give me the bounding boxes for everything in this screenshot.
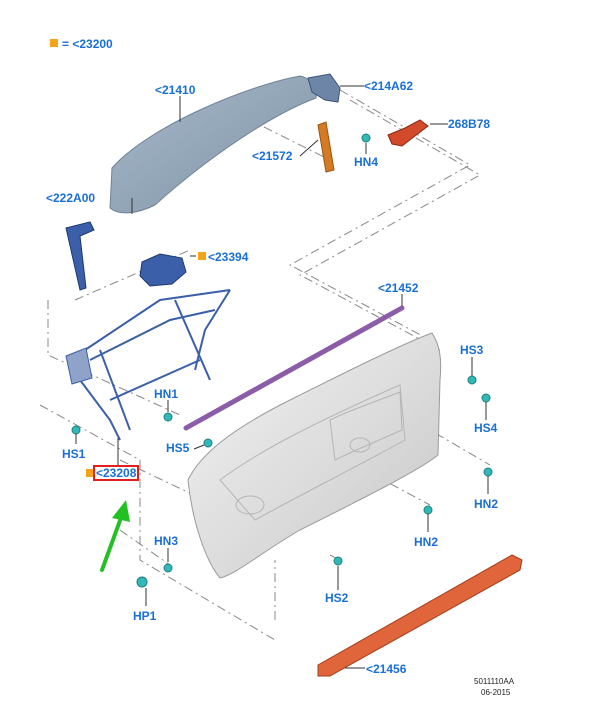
label-run-channel[interactable]: <222A00	[46, 191, 95, 205]
label-weatherstrip[interactable]: <21452	[378, 281, 419, 295]
label-hn2-right[interactable]: HN2	[474, 497, 498, 511]
door-panel-details	[219, 384, 406, 521]
label-hp1[interactable]: HP1	[133, 609, 157, 623]
clips	[71, 375, 493, 588]
hn2-right-clip	[483, 467, 493, 477]
label-hs1[interactable]: HS1	[62, 447, 86, 461]
regulator-highlight-box[interactable]	[93, 465, 139, 481]
hs2-clip	[333, 556, 343, 566]
glass-channel	[317, 121, 335, 173]
hs1-clip	[71, 425, 81, 435]
label-channel[interactable]: <21572	[252, 149, 293, 163]
label-hs4[interactable]: HS4	[474, 421, 498, 435]
orange-bracket-268b78	[387, 119, 429, 147]
label-glass[interactable]: <21410	[155, 83, 196, 97]
regulator-marker	[86, 469, 94, 477]
door-glass	[109, 75, 317, 214]
diagram-code: 5011110AA	[474, 677, 515, 686]
hs4-clip	[481, 393, 491, 403]
label-hinge-bracket[interactable]: <214A62	[364, 79, 413, 93]
hs3-clip	[467, 375, 477, 385]
label-sill-moulding[interactable]: <21456	[366, 662, 407, 676]
legend-marker	[50, 39, 58, 47]
hn4-clip	[361, 133, 371, 143]
label-motor[interactable]: <23394	[208, 250, 249, 264]
hs5-clip	[203, 438, 213, 448]
hn1-clip	[163, 412, 173, 422]
regulator-motor	[139, 253, 187, 287]
belt-weatherstrip	[183, 305, 405, 431]
label-hs2[interactable]: HS2	[325, 591, 349, 605]
hn3-clip	[163, 563, 173, 573]
hinge-bracket	[307, 73, 341, 103]
hp1-clip	[136, 576, 148, 588]
label-hn2-lower[interactable]: HN2	[414, 535, 438, 549]
green-arrow-icon	[100, 500, 130, 572]
sill-moulding	[317, 554, 523, 677]
legend-text: = <23200	[62, 37, 113, 51]
door-inner-panel	[187, 332, 442, 579]
label-hs5[interactable]: HS5	[166, 441, 190, 455]
label-hn4[interactable]: HN4	[354, 155, 378, 169]
leader-lines	[75, 85, 489, 669]
label-hs3[interactable]: HS3	[460, 343, 484, 357]
label-268b78[interactable]: 268B78	[448, 117, 490, 131]
label-hn1[interactable]: HN1	[154, 387, 178, 401]
hn2-lower-clip	[423, 505, 433, 515]
run-channel	[65, 221, 95, 291]
label-regulator[interactable]: <23208	[96, 466, 137, 480]
diagram-date: 06-2015	[481, 688, 511, 697]
motor-legend-marker	[198, 252, 206, 260]
regulator-plate	[65, 347, 93, 385]
label-hn3[interactable]: HN3	[154, 534, 178, 548]
